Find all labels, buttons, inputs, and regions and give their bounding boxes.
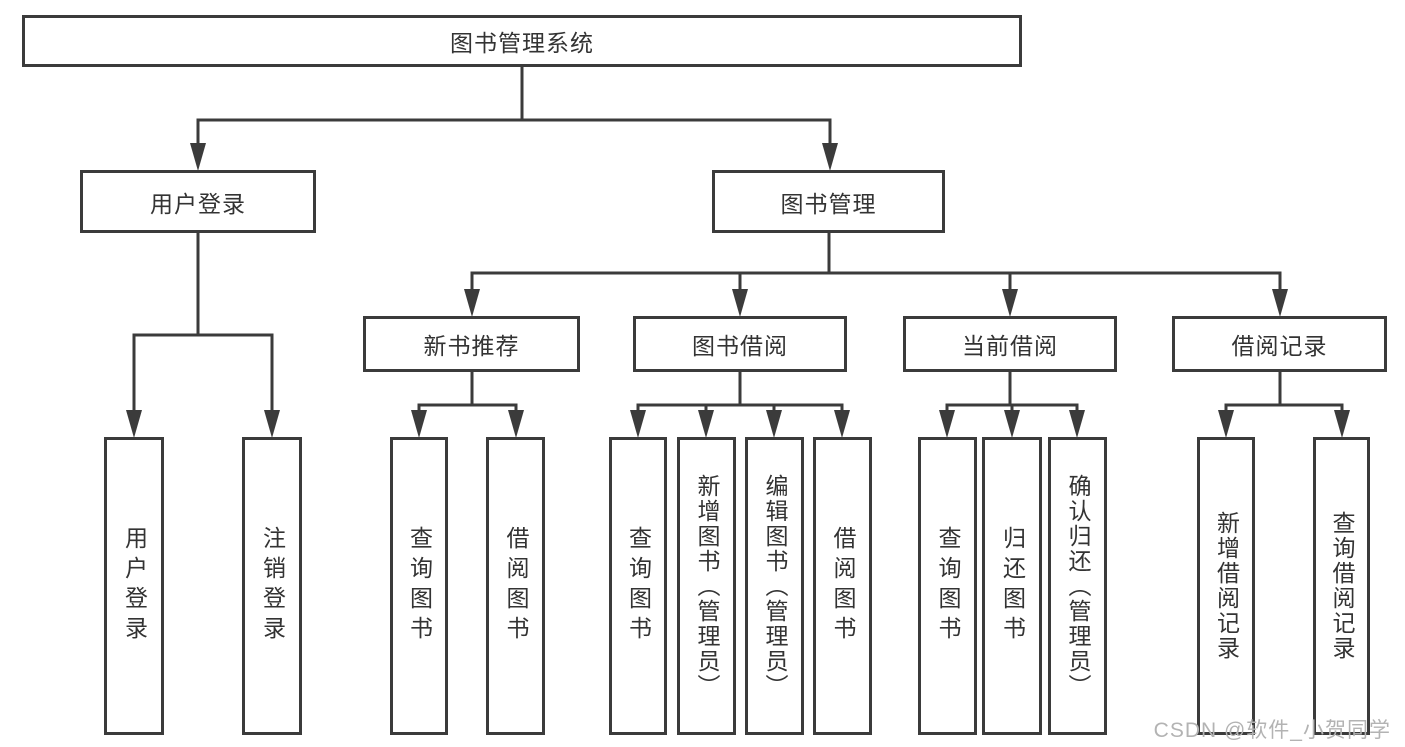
leaf-recommend-query-books-label: 查询图书 <box>406 526 433 646</box>
leaf-current-query-books-label: 查询图书 <box>935 526 961 646</box>
arrowheads <box>126 143 1350 438</box>
node-book-management-label: 图书管理 <box>780 190 877 217</box>
node-book-management: 图书管理 <box>712 170 945 233</box>
leaf-user-login: 用户登录 <box>104 437 164 735</box>
node-current-borrowing: 当前借阅 <box>903 316 1117 372</box>
leaf-borrowing-edit-books-admin: 编辑图书（管理员） <box>745 437 804 735</box>
leaf-borrowing-edit-books-admin-label: 编辑图书（管理员） <box>762 473 788 699</box>
leaf-borrowing-borrow-books: 借阅图书 <box>813 437 872 735</box>
node-user-login-label: 用户登录 <box>150 190 246 217</box>
leaf-borrowing-query-books-label: 查询图书 <box>625 526 652 646</box>
leaf-current-confirm-return-admin: 确认归还（管理员） <box>1048 437 1107 735</box>
leaf-records-add-record-label: 新增借阅记录 <box>1213 511 1240 661</box>
node-root-label: 图书管理系统 <box>450 30 594 56</box>
leaf-borrowing-query-books: 查询图书 <box>609 437 667 735</box>
node-new-book-recommend: 新书推荐 <box>363 316 580 372</box>
leaf-records-query-record: 查询借阅记录 <box>1313 437 1370 735</box>
node-borrowing-records-label: 借阅记录 <box>1231 333 1328 359</box>
leaf-recommend-query-books: 查询图书 <box>390 437 448 735</box>
node-new-book-recommend-label: 新书推荐 <box>423 333 520 359</box>
leaf-recommend-borrow-books: 借阅图书 <box>486 437 545 735</box>
leaf-recommend-borrow-books-label: 借阅图书 <box>503 526 529 646</box>
leaf-current-query-books: 查询图书 <box>918 437 977 735</box>
csdn-watermark: CSDN @软件_小贺同学 <box>1153 719 1391 742</box>
leaf-user-login-label: 用户登录 <box>121 526 148 646</box>
node-book-borrowing: 图书借阅 <box>633 316 847 372</box>
leaf-records-query-record-label: 查询借阅记录 <box>1329 511 1355 661</box>
node-user-login: 用户登录 <box>80 170 316 233</box>
node-root: 图书管理系统 <box>22 15 1022 67</box>
node-current-borrowing-label: 当前借阅 <box>962 333 1058 359</box>
leaf-current-return-books-label: 归还图书 <box>999 526 1026 646</box>
leaf-current-return-books: 归还图书 <box>982 437 1042 735</box>
leaf-records-add-record: 新增借阅记录 <box>1197 437 1255 735</box>
leaf-borrowing-add-books-admin: 新增图书（管理员） <box>677 437 736 735</box>
leaf-logout: 注销登录 <box>242 437 302 735</box>
leaf-borrowing-borrow-books-label: 借阅图书 <box>830 526 856 646</box>
node-book-borrowing-label: 图书借阅 <box>692 333 788 359</box>
leaf-logout-label: 注销登录 <box>259 526 286 646</box>
leaf-current-confirm-return-admin-label: 确认归还（管理员） <box>1065 473 1091 699</box>
node-borrowing-records: 借阅记录 <box>1172 316 1387 372</box>
leaf-borrowing-add-books-admin-label: 新增图书（管理员） <box>694 473 720 699</box>
